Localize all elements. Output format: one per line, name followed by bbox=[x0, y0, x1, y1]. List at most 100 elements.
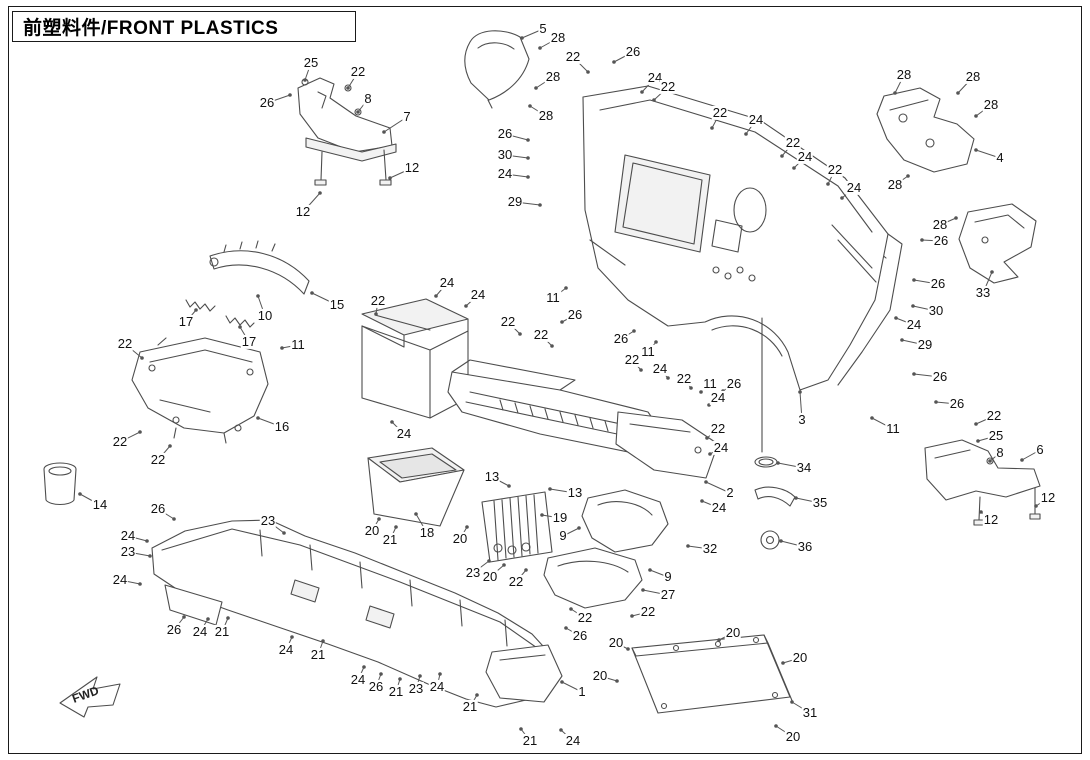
upper-bracket-4-drawing bbox=[876, 87, 975, 173]
part-callout: 26 bbox=[932, 232, 950, 248]
part-callout: 34 bbox=[795, 459, 813, 475]
part-callout: 26 bbox=[258, 94, 276, 110]
part-callout: 24 bbox=[646, 69, 664, 85]
side-panel-16-drawing bbox=[131, 337, 269, 444]
part-callout: 22 bbox=[784, 134, 802, 150]
page-title: 前塑料件/FRONT PLASTICS bbox=[23, 18, 279, 39]
part-callout: 24 bbox=[564, 732, 582, 748]
part-callout: 22 bbox=[149, 451, 167, 467]
part-callout: 20 bbox=[724, 624, 742, 640]
page-border bbox=[8, 6, 1082, 754]
part-callout: 20 bbox=[791, 649, 809, 665]
part-callout: 12 bbox=[294, 203, 312, 219]
part-callout: 22 bbox=[639, 603, 657, 619]
part-callout: 22 bbox=[576, 609, 594, 625]
part-callout: 22 bbox=[985, 407, 1003, 423]
windshield-bracket-drawing bbox=[297, 77, 397, 186]
part-callout: 24 bbox=[428, 678, 446, 694]
part-callout: 16 bbox=[273, 418, 291, 434]
part-callout: 26 bbox=[624, 43, 642, 59]
part-callout: 21 bbox=[387, 683, 405, 699]
part-callout: 9 bbox=[558, 527, 568, 543]
part-callout: 10 bbox=[256, 307, 274, 323]
hardware-34-35-36-drawing bbox=[754, 317, 796, 550]
part-callout: 22 bbox=[709, 420, 727, 436]
part-callout: 24 bbox=[469, 286, 487, 302]
part-callout: 28 bbox=[964, 68, 982, 84]
part-callout: 22 bbox=[826, 161, 844, 177]
part-callout: 26 bbox=[612, 330, 630, 346]
part-callout: 26 bbox=[566, 306, 584, 322]
part-callout: 33 bbox=[974, 284, 992, 300]
part-callout: 15 bbox=[328, 296, 346, 312]
part-callout: 22 bbox=[499, 313, 517, 329]
part-callout: 11 bbox=[885, 420, 901, 436]
part-callout: 4 bbox=[995, 149, 1005, 165]
part-callout: 22 bbox=[675, 370, 693, 386]
part-callout: 20 bbox=[363, 522, 381, 538]
part-callout: 24 bbox=[395, 425, 413, 441]
cover-27-lower-drawing bbox=[543, 547, 643, 609]
part-callout: 27 bbox=[659, 586, 677, 602]
small-cover-5-drawing bbox=[464, 30, 530, 109]
part-callout: 26 bbox=[725, 375, 743, 391]
part-callout: 12 bbox=[982, 511, 1000, 527]
springs-17-drawing bbox=[185, 299, 255, 328]
part-callout: 31 bbox=[801, 704, 819, 720]
cover-9-upper-drawing bbox=[581, 489, 669, 553]
part-callout: 9 bbox=[663, 568, 673, 584]
part-callout: 7 bbox=[402, 108, 412, 124]
part-callout: 6 bbox=[1035, 441, 1045, 457]
part-callout: 24 bbox=[651, 360, 669, 376]
part-callout: 24 bbox=[277, 641, 295, 657]
part-callout: 20 bbox=[591, 667, 609, 683]
part-callout: 21 bbox=[381, 531, 399, 547]
part-callout: 11 bbox=[702, 375, 718, 391]
part-callout: 8 bbox=[995, 444, 1005, 460]
part-callout: 28 bbox=[895, 66, 913, 82]
trim-strip-10-drawing bbox=[209, 240, 310, 295]
part-callout: 26 bbox=[165, 621, 183, 637]
part-callout: 26 bbox=[496, 125, 514, 141]
part-callout: 18 bbox=[418, 524, 436, 540]
part-callout: 22 bbox=[623, 351, 641, 367]
bracket-33-drawing bbox=[958, 203, 1037, 284]
part-callout: 3 bbox=[797, 411, 807, 427]
part-callout: 24 bbox=[496, 165, 514, 181]
part-callout: 21 bbox=[213, 623, 231, 639]
cup-holder-14-drawing bbox=[43, 462, 77, 506]
part-callout: 28 bbox=[544, 68, 562, 84]
part-callout: 12 bbox=[1039, 489, 1057, 505]
part-callout: 12 bbox=[403, 159, 421, 175]
part-callout: 13 bbox=[566, 484, 584, 500]
part-callout: 23 bbox=[119, 543, 137, 559]
part-callout: 20 bbox=[784, 728, 802, 744]
bracket-2-drawing bbox=[615, 411, 719, 479]
part-callout: 29 bbox=[506, 193, 524, 209]
part-callout: 28 bbox=[537, 107, 555, 123]
part-callout: 17 bbox=[177, 313, 195, 329]
part-callout: 5 bbox=[538, 20, 548, 36]
part-callout: 26 bbox=[367, 678, 385, 694]
part-callout: 22 bbox=[711, 104, 729, 120]
part-callout: 30 bbox=[927, 302, 945, 318]
part-callout: 23 bbox=[464, 564, 482, 580]
part-callout: 11 bbox=[640, 343, 656, 359]
part-callout: 24 bbox=[349, 671, 367, 687]
part-callout: 28 bbox=[886, 176, 904, 192]
part-callout: 26 bbox=[948, 395, 966, 411]
bracket-6-drawing bbox=[924, 439, 1041, 526]
part-callout: 22 bbox=[111, 433, 129, 449]
part-callout: 2 bbox=[725, 484, 735, 500]
part-callout: 24 bbox=[111, 571, 129, 587]
part-callout: 25 bbox=[302, 54, 320, 70]
part-callout: 28 bbox=[982, 96, 1000, 112]
part-callout: 30 bbox=[496, 146, 514, 162]
part-callout: 20 bbox=[451, 530, 469, 546]
part-callout: 28 bbox=[931, 216, 949, 232]
part-callout: 22 bbox=[349, 63, 367, 79]
part-callout: 26 bbox=[149, 500, 167, 516]
part-callout: 26 bbox=[929, 275, 947, 291]
part-callout: 22 bbox=[369, 292, 387, 308]
